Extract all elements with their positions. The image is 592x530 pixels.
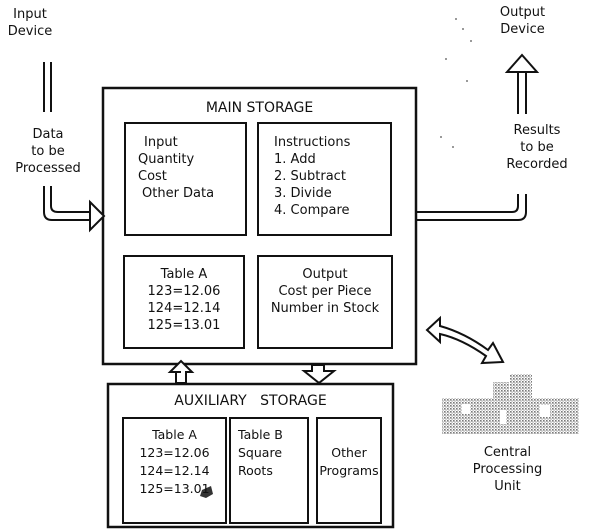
input-box-text: Input Quantity Cost Other Data bbox=[136, 134, 214, 202]
output-box-line: Number in Stock bbox=[258, 300, 392, 317]
instructions-box-text: Instructions 1. Add 2. Subtract 3. Divid… bbox=[274, 134, 350, 219]
table-a-line: 124=12.14 bbox=[124, 300, 244, 317]
instructions-box-line: 1. Add bbox=[274, 151, 350, 168]
results-label-line: Recorded bbox=[490, 156, 584, 173]
input-device-label-line: Input bbox=[0, 6, 60, 23]
table-a-aux-line: 124=12.14 bbox=[123, 462, 226, 480]
results-label-line: Results bbox=[490, 122, 584, 139]
table-a-main-text: Table A 123=12.06 124=12.14 125=13.01 bbox=[124, 266, 244, 334]
table-b-line: Square bbox=[238, 444, 283, 462]
cpu-label-line: Unit bbox=[455, 478, 560, 495]
instructions-box-line: 2. Subtract bbox=[274, 168, 350, 185]
data-label-line: Processed bbox=[4, 160, 92, 177]
input-device-label: Input Device bbox=[0, 6, 60, 40]
auxiliary-storage-title: AUXILIARY STORAGE bbox=[108, 393, 393, 410]
instructions-box-line: 4. Compare bbox=[274, 202, 350, 219]
other-programs-line: Programs bbox=[317, 462, 381, 480]
output-box-line: Cost per Piece bbox=[258, 283, 392, 300]
table-b-line: Roots bbox=[238, 462, 283, 480]
halftone-speckles bbox=[440, 18, 472, 148]
main-storage-title: MAIN STORAGE bbox=[103, 100, 416, 117]
cpu-label-line: Processing bbox=[455, 461, 560, 478]
cpu-exchange-arrow bbox=[427, 318, 503, 363]
table-a-aux-line: Table A bbox=[123, 426, 226, 444]
data-to-be-processed-label: Data to be Processed bbox=[4, 126, 92, 177]
results-label-line: to be bbox=[490, 139, 584, 156]
output-box-text: Output Cost per Piece Number in Stock bbox=[258, 266, 392, 317]
output-device-label-line: Device bbox=[475, 21, 570, 38]
cpu-halftone-graphic bbox=[442, 374, 579, 434]
table-b-line: Table B bbox=[238, 426, 283, 444]
table-a-line: 125=13.01 bbox=[124, 317, 244, 334]
table-a-aux-text: Table A 123=12.06 124=12.14 125=13.01 bbox=[123, 426, 226, 498]
table-a-line: 123=12.06 bbox=[124, 283, 244, 300]
input-box-line: Other Data bbox=[136, 185, 214, 202]
input-device-label-line: Device bbox=[0, 23, 60, 40]
input-box-line: Quantity bbox=[136, 151, 214, 168]
table-b-text: Table B Square Roots bbox=[238, 426, 283, 480]
instructions-box-line: 3. Divide bbox=[274, 185, 350, 202]
output-device-label: Output Device bbox=[475, 4, 570, 38]
output-box-line: Output bbox=[258, 266, 392, 283]
table-a-aux-line: 125=13.01 bbox=[123, 480, 226, 498]
data-label-line: to be bbox=[4, 143, 92, 160]
central-processing-unit-label: Central Processing Unit bbox=[455, 444, 560, 495]
other-programs-text: Other Programs bbox=[317, 444, 381, 480]
other-programs-line: Other bbox=[317, 444, 381, 462]
input-box-line: Input bbox=[136, 134, 214, 151]
table-a-line: Table A bbox=[124, 266, 244, 283]
data-label-line: Data bbox=[4, 126, 92, 143]
output-device-label-line: Output bbox=[475, 4, 570, 21]
instructions-box-line: Instructions bbox=[274, 134, 350, 151]
results-to-be-recorded-label: Results to be Recorded bbox=[490, 122, 584, 173]
cpu-label-line: Central bbox=[455, 444, 560, 461]
input-box-line: Cost bbox=[136, 168, 214, 185]
table-a-aux-line: 123=12.06 bbox=[123, 444, 226, 462]
